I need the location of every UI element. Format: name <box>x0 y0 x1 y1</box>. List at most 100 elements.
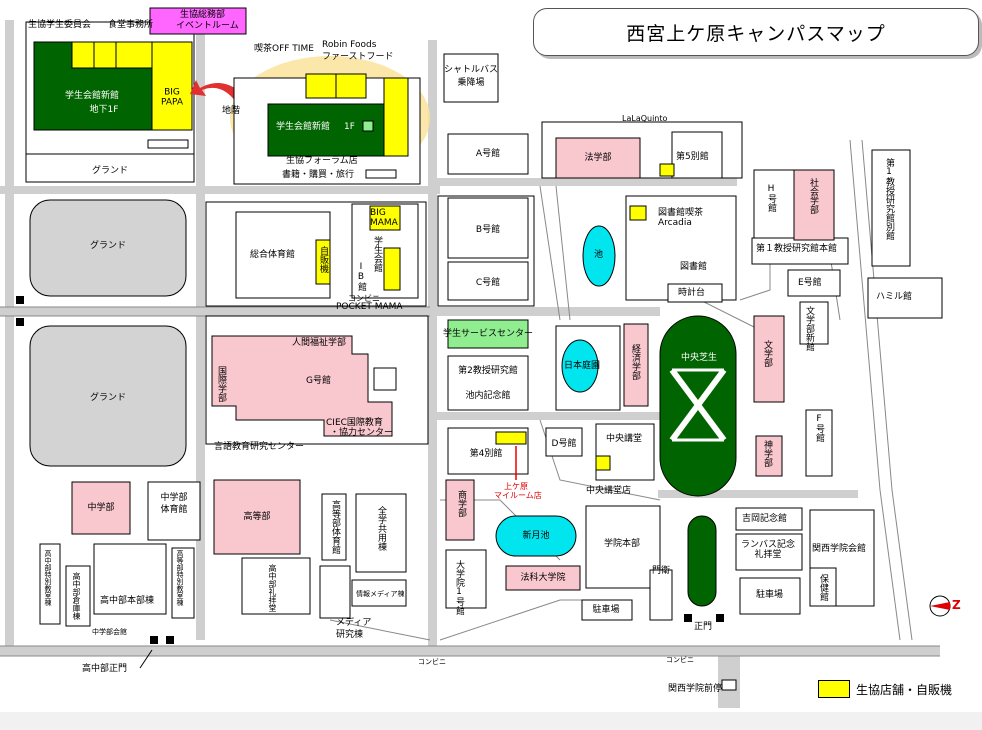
label-media-research-1: メディア <box>336 618 372 628</box>
label-myroom-1: 上ケ原 <box>504 482 528 491</box>
central-hall-store <box>595 455 611 471</box>
label-parking-2: 駐車場 <box>756 590 784 600</box>
label-human-welfare: 人間福祉学部 <box>292 338 347 348</box>
g-bldg <box>211 335 393 437</box>
label-shuttle-1: シャトルバス <box>443 64 499 75</box>
pond <box>582 225 616 287</box>
label-shuttle-2: 乗降場 <box>457 77 485 88</box>
economics-bldg <box>623 323 649 407</box>
label-second-prof: 第2教授研究館 <box>458 365 518 376</box>
label-hamil: ハミル館 <box>876 292 913 302</box>
label-coop-committee: 生協学生委員会 <box>28 20 92 30</box>
student-hall-1f-block <box>233 73 421 185</box>
label-health: 保健館 <box>818 574 828 601</box>
label-shared-bldg: 全学共用棟 <box>376 506 386 551</box>
label-economics: 経済学部 <box>630 344 640 380</box>
label-law: 法学部 <box>584 152 612 163</box>
compass-icon <box>929 595 951 617</box>
label-first-prof-annex: 第1教授研究館別館 <box>884 158 894 240</box>
health-bldg <box>809 567 837 607</box>
label-jh-main: 高中部本部棟 <box>100 596 155 606</box>
label-language-center: 言語教育研究センター <box>214 442 305 452</box>
label-shingetsu: 新月池 <box>522 530 550 541</box>
conveni-icon <box>373 367 397 391</box>
label-central-lawn: 中央芝生 <box>680 352 718 363</box>
myroom-store <box>495 431 527 445</box>
lower-middle-buildings <box>445 423 875 621</box>
label-ciec-2: ・協力センター <box>330 428 394 438</box>
label-jh-gate: 高中部正門 <box>82 664 128 674</box>
human-welfare-block <box>205 315 429 445</box>
label-a-bldg: A号館 <box>475 148 501 159</box>
label-hs-gym: 高等部体育館 <box>330 500 340 554</box>
label-jh-warehouse: 高中部倉庫棟 <box>72 572 81 620</box>
bus-stop-icon <box>721 679 737 691</box>
label-admin: 学院本部 <box>603 538 641 549</box>
label-event-room: イベントルーム <box>176 21 239 31</box>
label-big-papa: BIG PAPA <box>160 87 184 108</box>
arcadia-store <box>629 205 647 221</box>
label-central-hall-store: 中央講堂店 <box>586 486 632 496</box>
label-student-hall-b1: 学生会館新館 <box>64 90 120 101</box>
label-yoshioka: 吉岡記念館 <box>742 514 788 524</box>
label-lambuth: ランバス記念礼拝堂 <box>740 540 795 561</box>
label-big-mama: BIG MAMA <box>370 208 398 229</box>
label-first-prof-main: 第１教授研究館本館 <box>756 244 838 254</box>
label-arcadia: Arcadia <box>658 218 692 228</box>
label-library: 図書館 <box>680 262 708 272</box>
theology-bldg <box>755 435 783 477</box>
label-fifth-annex: 第5別館 <box>676 152 709 162</box>
label-law-grad: 法科大学院 <box>520 572 566 583</box>
student-service-bldg <box>447 319 529 349</box>
label-b-bldg: B号館 <box>475 224 501 235</box>
label-theology: 神学部 <box>762 440 772 467</box>
student-hall-b1-block <box>25 7 247 183</box>
label-e-bldg: E号館 <box>798 278 822 288</box>
hs-bldg <box>213 479 301 555</box>
label-pocket-mama: POCKET MAMA <box>336 302 403 312</box>
letters-bldg <box>753 315 785 403</box>
front-lawn <box>687 515 717 607</box>
label-student-hall-1f: 学生会館新館 <box>276 122 331 132</box>
label-jh-gym-1: 中学部 <box>160 492 188 503</box>
markers <box>16 296 724 644</box>
label-jh: 中学部 <box>87 502 115 513</box>
shingetsu-pond <box>495 515 577 557</box>
label-general-affairs: 生協総務部 <box>180 10 226 20</box>
top-centre-buildings <box>205 53 943 477</box>
junior-high-buildings <box>39 481 407 627</box>
label-fast-food: ファーストフード <box>322 52 394 62</box>
label-ikeuchi: 池内記念館 <box>465 390 511 401</box>
japan-garden-pond <box>561 339 599 393</box>
label-bus-stop: 関西学院前停 <box>668 684 723 694</box>
label-ciec-1: CIEC国際教育 <box>326 418 383 428</box>
label-gym: 総合体育館 <box>250 250 296 260</box>
legend-label: 生協店舗・自販機 <box>856 682 953 697</box>
bottom-bar <box>0 712 982 730</box>
law-grad-bldg <box>505 565 581 591</box>
big-mama-store <box>369 205 401 231</box>
label-conveni: コンビニ <box>348 294 380 303</box>
jh-bldg <box>71 481 131 535</box>
label-intl: 国際学部 <box>216 366 226 402</box>
ground-3 <box>29 325 187 467</box>
label-fourth-annex: 第4別館 <box>469 448 503 459</box>
label-h-bldg: H号館 <box>766 184 776 212</box>
label-student-hall-v: 学生会館 <box>372 236 382 272</box>
label-letters: 文学部 <box>762 340 772 367</box>
label-b1f: 地下1F <box>89 104 119 115</box>
label-conveni-2: コンビニ <box>418 658 446 666</box>
label-vending: 自販機 <box>318 246 328 273</box>
label-commerce: 商学部 <box>456 490 466 517</box>
label-d-bldg: D号館 <box>551 438 577 449</box>
label-conveni-3: コンビニ <box>666 656 694 664</box>
label-g-bldg: G号館 <box>306 376 331 386</box>
second-prof-bldg <box>447 355 529 411</box>
label-media-research-2: 研究棟 <box>336 630 364 640</box>
commerce-bldg <box>445 479 475 541</box>
map-title: 西宮上ケ原キャンパスマップ <box>626 22 886 45</box>
label-forum-store-sub: 書籍・購買・旅行 <box>282 170 355 180</box>
legend: 生協店舗・自販機 <box>818 680 952 698</box>
